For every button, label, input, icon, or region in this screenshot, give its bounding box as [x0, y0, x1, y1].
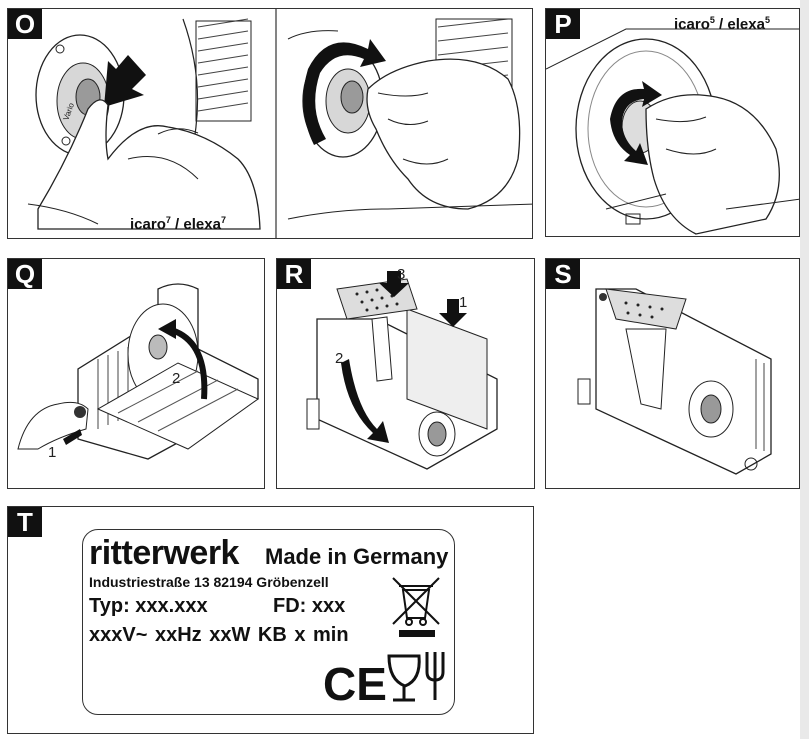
step-r-3: 3	[397, 266, 405, 283]
step-r-1: 1	[459, 294, 467, 311]
brand-name: ritterwerk	[89, 534, 239, 572]
page-edge	[800, 0, 809, 739]
panel-tag-r: R	[277, 259, 311, 289]
step-q-1: 1	[48, 444, 56, 461]
caption-p-sup1: 5	[709, 15, 715, 25]
type-number: Typ: xxx.xxx	[89, 595, 208, 617]
rating-label: ritterwerk Made in Germany Industriestra…	[82, 529, 455, 715]
illustration-p	[546, 28, 799, 235]
electrical-rating: xxxV~ xxHz xxW KB x min	[89, 624, 349, 646]
food-safe-icon	[387, 652, 445, 702]
illustration-q: 2 1	[17, 283, 259, 461]
caption-o-sep: /	[170, 216, 184, 233]
panel-p: P icaro5 / elexa5	[545, 8, 800, 237]
rotate-arrow-icon	[303, 39, 386, 145]
panel-q: Q 2 1	[7, 258, 265, 489]
rotate-arrow-icon-p	[610, 81, 662, 165]
caption-o-model1: icaro	[130, 216, 166, 233]
panel-tag-s: S	[546, 259, 580, 289]
caption-p-sup2: 5	[764, 15, 770, 25]
panel-r: R 3 1 2	[276, 258, 535, 489]
panel-tag-t: T	[8, 507, 42, 537]
caption-o-sup2: 7	[220, 215, 226, 225]
caption-p-sep: /	[714, 16, 728, 33]
panel-tag-q: Q	[8, 259, 42, 289]
caption-o: icaro7 / elexa7	[130, 215, 226, 233]
caption-o-model2: elexa	[183, 216, 221, 233]
weee-bin-icon	[392, 577, 440, 626]
panel-s: S	[545, 258, 800, 489]
panel-tag-p: P	[546, 9, 580, 39]
ce-mark-icon: CE	[323, 658, 387, 710]
made-in: Made in Germany	[265, 544, 449, 569]
illustration-r: 3 1 2	[306, 266, 498, 470]
caption-o-sup1: 7	[165, 215, 171, 225]
press-arrow-icon	[104, 55, 146, 107]
panel-o: O Vario	[7, 8, 533, 239]
step-q-2: 2	[172, 370, 180, 387]
illustration-o: Vario	[27, 9, 532, 238]
fd-number: FD: xxx	[273, 595, 346, 617]
step-r-2: 2	[335, 350, 343, 367]
label-symbols: CE	[323, 577, 445, 710]
panel-tag-o: O	[8, 9, 42, 39]
address: Industriestraße 13 82194 Gröbenzell	[89, 574, 329, 590]
illustration-s	[577, 288, 772, 475]
